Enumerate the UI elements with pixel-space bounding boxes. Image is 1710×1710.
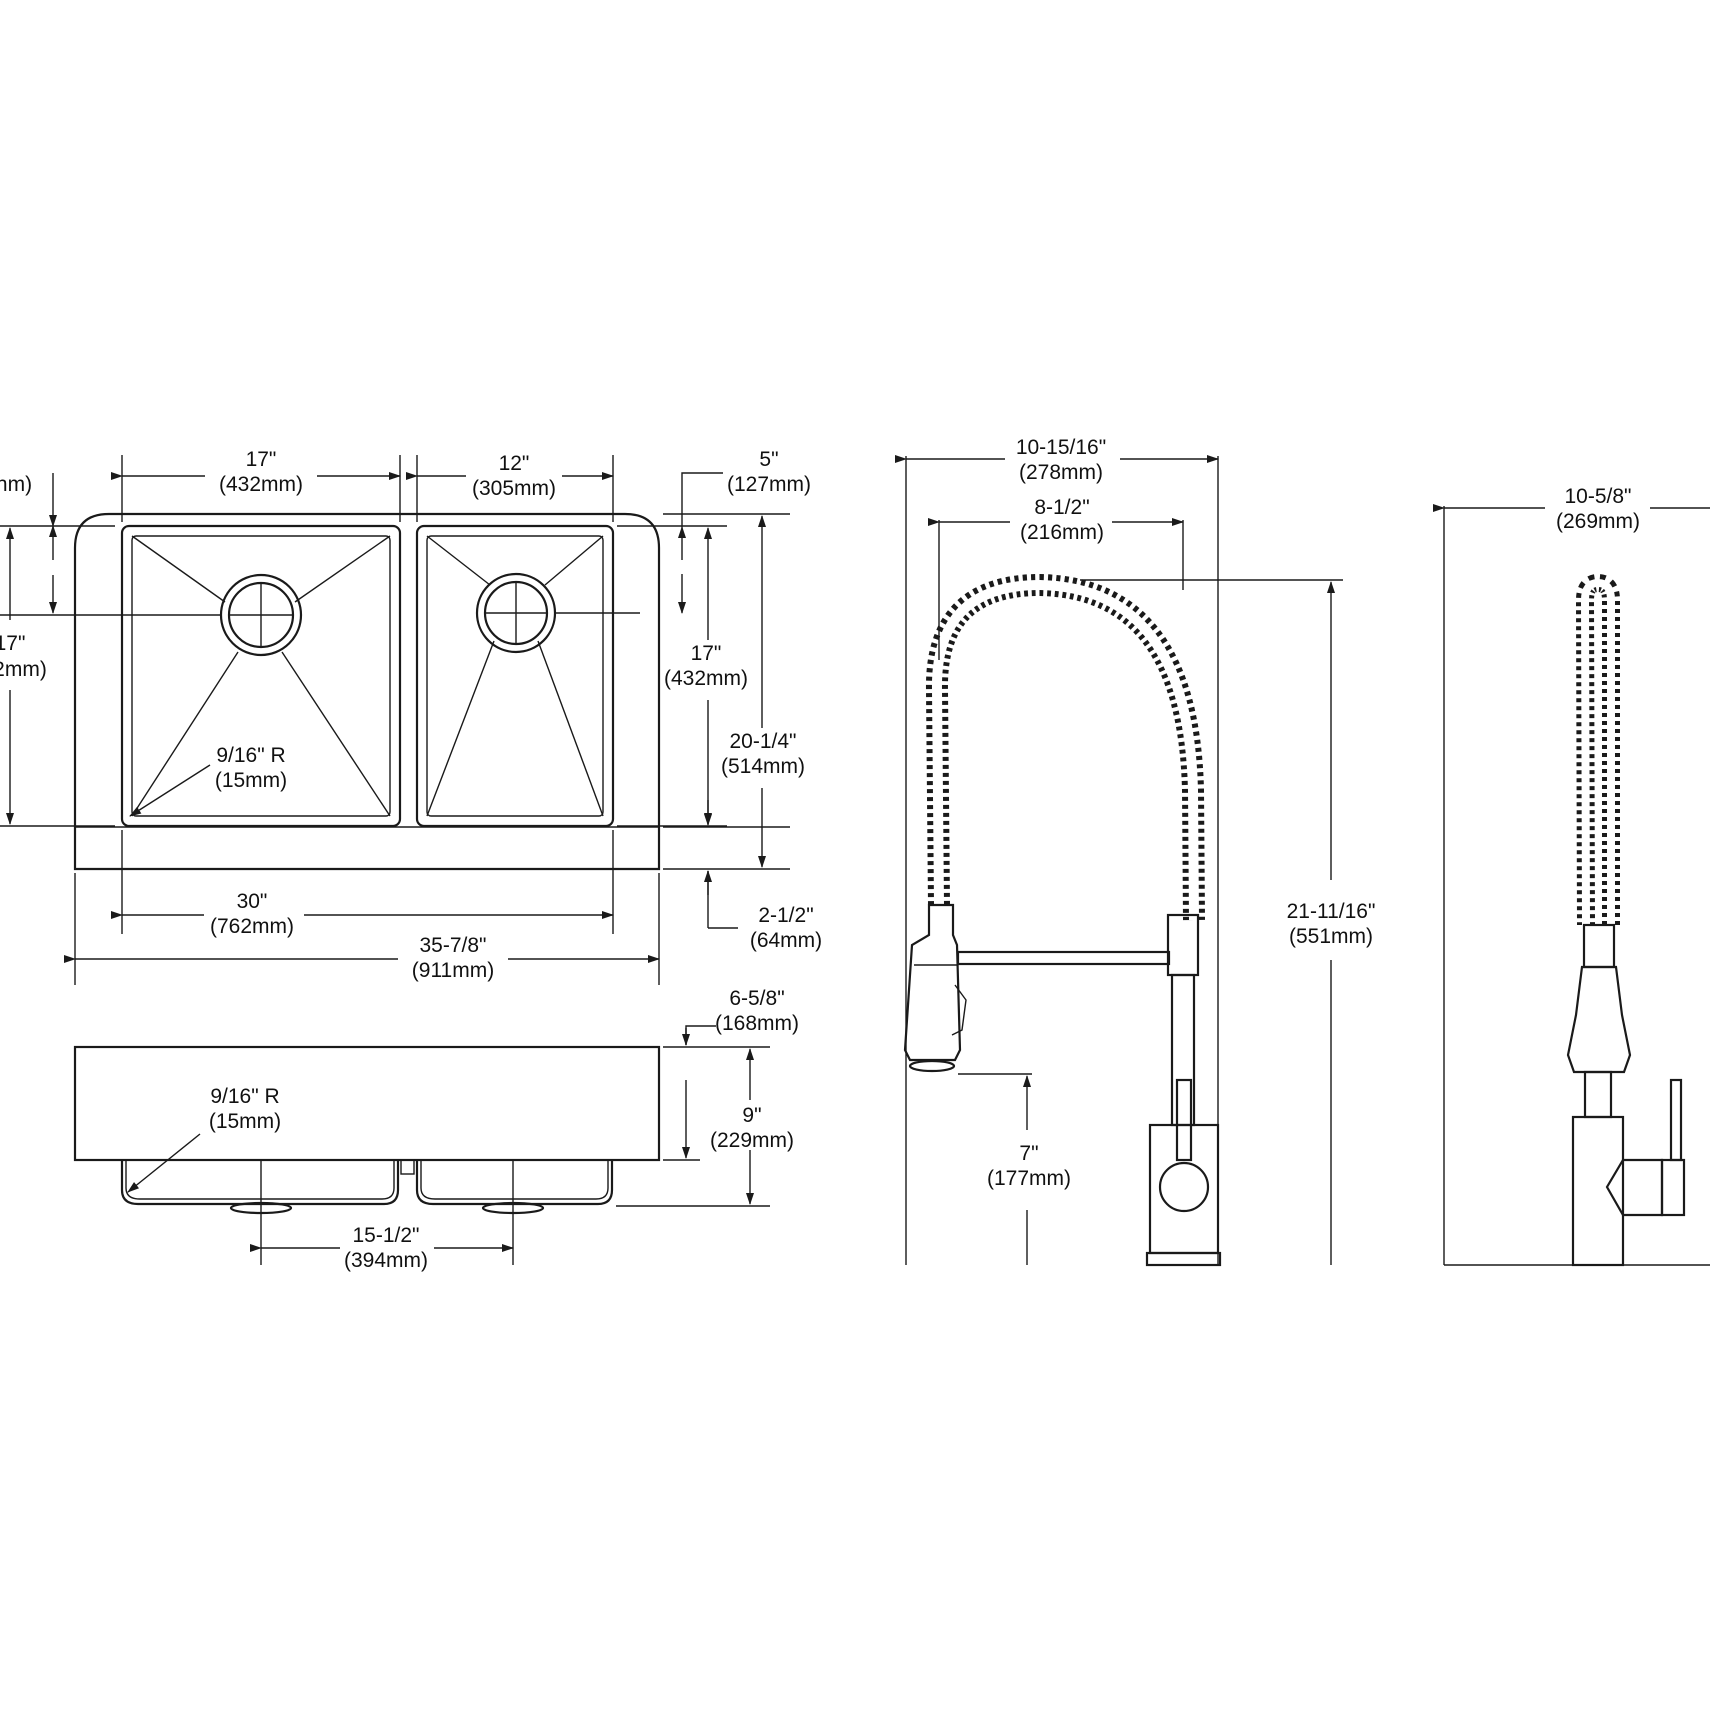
dim-label-mm: (15mm) [209, 1110, 281, 1133]
dim-label-in: 2-1/2" [758, 904, 813, 927]
left-bowl [120, 524, 402, 828]
dim-drain-spacing: 15-1/2" (394mm) [250, 1160, 514, 1272]
dim-front-overall-height: 9" (229mm) [616, 1048, 794, 1207]
dim-faucet-spout-reach: 8-1/2" (216mm) [928, 496, 1184, 660]
dim-label-mm: (432mm) [664, 667, 748, 690]
dim-label-in: 17" [246, 448, 277, 471]
dim-front-corner-radius: 9/16" R (15mm) [127, 1085, 281, 1193]
apron-front [73, 1045, 661, 1162]
dim-label-in: 7" [1019, 1142, 1038, 1165]
dim-label-mm: 2mm) [0, 658, 47, 681]
dim-label-in: 35-7/8" [420, 934, 487, 957]
dim-front-rim: 2-1/2" (64mm) [663, 800, 822, 952]
left-bowl-bottom [120, 1160, 400, 1206]
dim-faucet-overall-reach: 10-15/16" (278mm) [895, 436, 1219, 1265]
dim-right-bowl-depth: 17" (432mm) [617, 525, 748, 827]
dim-label-in: 30" [237, 890, 268, 913]
side-body [1571, 1115, 1625, 1267]
left-drain [219, 573, 303, 657]
side-spray-head [1566, 965, 1632, 1074]
dim-left-bowl-depth: 17" 2mm) [0, 527, 115, 827]
dim-bowls-span: 30" (762mm) [111, 830, 614, 938]
dim-label-mm: (394mm) [344, 1249, 428, 1272]
faucet-lever [1175, 1078, 1193, 1162]
dim-label-in: 8-1/2" [1034, 496, 1089, 519]
dim-label-in: 10-15/16" [1016, 436, 1106, 459]
right-bowl-slope-lines [426, 535, 604, 817]
dim-left-bowl-width: 17" (432mm) [111, 448, 401, 496]
dim-right-bowl-width: 12" (305mm) [406, 452, 614, 500]
dim-label-in: 17" [0, 632, 25, 655]
dim-label-in: 21-11/16" [1287, 900, 1376, 923]
spray-trigger [951, 984, 967, 1036]
dim-label-in: 20-1/4" [730, 730, 797, 753]
dim-label-mm: (127mm) [727, 473, 811, 496]
spray-arm [956, 950, 1171, 966]
right-bowl-bottom [415, 1160, 614, 1206]
dim-label-mm: (305mm) [472, 477, 556, 500]
right-bowl [415, 524, 615, 828]
dim-label-in: 12" [499, 452, 530, 475]
spray-head [903, 903, 962, 1062]
right-drain [475, 572, 557, 654]
dim-label-mm: (177mm) [987, 1167, 1071, 1190]
faucet-deck-plate [1145, 1251, 1222, 1267]
dim-label-in: 5" [759, 448, 778, 471]
dim-drain-offset: 5" (127mm) [678, 448, 811, 614]
dim-label-mm: (229mm) [710, 1129, 794, 1152]
dim-label-in: 9/16" R [216, 744, 285, 767]
side-handle [1605, 1158, 1664, 1217]
dim-label-in: 10-5/8" [1565, 485, 1632, 508]
dim-faucet-overall-height: 21-11/16" (551mm) [1080, 579, 1376, 1265]
left-bowl-slope-lines [131, 535, 391, 817]
dim-label-in: 17" [691, 642, 722, 665]
sink-top-view: 17" (432mm) 12" (305mm) 5" (127mm) nm) [0, 448, 822, 985]
dim-overall-width: 35-7/8" (911mm) [64, 873, 660, 985]
dim-label-mm: (64mm) [750, 929, 822, 952]
left-bowl-floor [131, 535, 391, 817]
dim-label-mm: (168mm) [715, 1012, 799, 1035]
sink-outline [73, 512, 661, 871]
dim-label-in: 15-1/2" [353, 1224, 420, 1247]
divider-stub [400, 1159, 415, 1175]
dim-label-mm: (432mm) [219, 473, 303, 496]
dim-overall-depth: 20-1/4" (514mm) [663, 513, 805, 870]
right-bowl-floor [426, 535, 604, 817]
side-lever [1669, 1078, 1683, 1162]
dim-label-mm: (269mm) [1556, 510, 1640, 533]
dim-label-mm: (15mm) [215, 769, 287, 792]
faucet-front-view: 10-15/16" (278mm) 8-1/2" (216mm) 7" (177… [895, 436, 1376, 1267]
dim-corner-radius: 9/16" R (15mm) [129, 744, 287, 817]
dim-label-mm: nm) [0, 473, 32, 496]
dim-label-in: 9" [742, 1104, 761, 1127]
dim-label-mm: (216mm) [1020, 521, 1104, 544]
dim-faucet-clearance: 7" (177mm) [958, 1073, 1071, 1265]
dim-label-mm: (551mm) [1289, 925, 1373, 948]
sink-front-view: 6-5/8" (168mm) 9" (229mm) 9/16" R (15mm)… [73, 987, 799, 1272]
dim-label-mm: (911mm) [412, 959, 494, 982]
dim-label-mm: (514mm) [721, 755, 805, 778]
dim-label-mm: (278mm) [1019, 461, 1103, 484]
faucet-handle-hub [1158, 1161, 1210, 1213]
dim-apron-height: 6-5/8" (168mm) [663, 987, 799, 1161]
side-handle-cap [1660, 1158, 1686, 1217]
dim-label-mm: (762mm) [210, 915, 294, 938]
faucet-collar [1166, 913, 1200, 977]
dim-side-overall-depth: 10-5/8" (269mm) [1433, 485, 1710, 1266]
dim-left-edge-partial: nm) [0, 473, 115, 614]
side-neck [1583, 1070, 1613, 1119]
dim-label-in: 6-5/8" [729, 987, 784, 1010]
faucet-side-view: 10-5/8" (269mm) [1433, 485, 1710, 1267]
side-collar [1582, 923, 1616, 969]
dim-label-in: 9/16" R [210, 1085, 279, 1108]
